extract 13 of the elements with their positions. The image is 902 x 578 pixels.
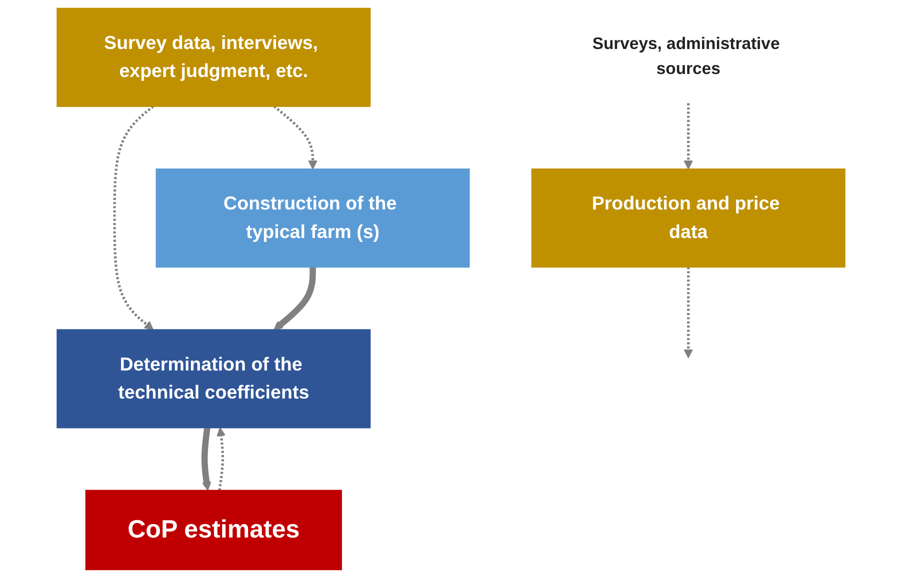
arrow <box>273 105 318 170</box>
node-box: Survey data, interviews, expert judgment, etc. <box>56 8 371 107</box>
node-box: Construction of the typical farm (s) <box>156 168 470 268</box>
node-box: Determination of the technical coefficients <box>56 329 371 428</box>
arrow <box>274 267 316 330</box>
arrow <box>113 105 154 330</box>
node-text: Surveys, administrative sources <box>592 35 780 78</box>
node-box: Production and price data <box>531 168 846 268</box>
arrow <box>216 427 226 491</box>
arrow <box>201 427 212 491</box>
node-box: CoP estimates <box>85 490 342 570</box>
arrow <box>684 103 693 170</box>
arrow <box>684 267 693 358</box>
